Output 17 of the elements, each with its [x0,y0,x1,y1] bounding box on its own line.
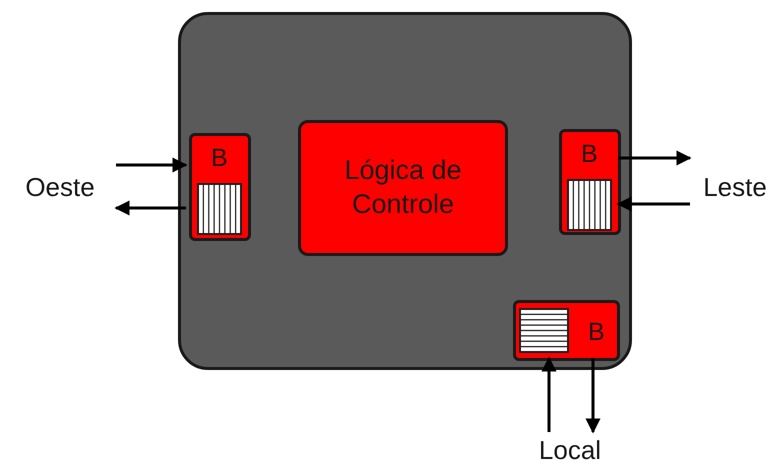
port-label: Leste [703,172,767,202]
arrow [542,356,556,432]
router-block [178,12,632,370]
buffer-label: B [581,142,598,167]
control-logic-box: Lógica de Controle [298,120,508,256]
port-label: Local [538,434,602,466]
arrow [616,196,690,212]
buffer-label: B [588,320,605,345]
buffer-label: B [211,146,228,171]
arrow [116,158,188,172]
buffer-box [513,300,620,361]
arrow [114,200,186,216]
buffer-box [559,129,621,235]
buffer-box [189,133,251,241]
arrow [618,150,692,166]
port-label: Oeste [25,172,95,202]
arrow [586,358,600,434]
